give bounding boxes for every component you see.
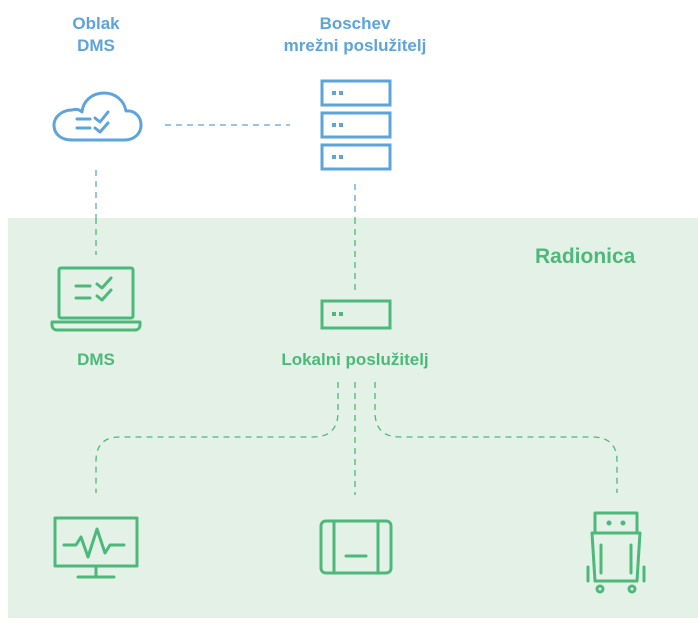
bosch-server-label-line2: mrežni poslužitelj <box>283 36 427 55</box>
cloud-dms-label-line1: Oblak <box>72 14 120 33</box>
monitor-heartbeat-icon <box>52 515 142 583</box>
bosch-server-label: Boschev mrežni poslužitelj <box>245 13 465 57</box>
workshop-label: Radionica <box>535 245 636 268</box>
bosch-server-label-line1: Boschev <box>319 14 391 33</box>
laptop-checklist-icon <box>50 265 142 335</box>
local-to-monitor-connector <box>95 382 339 493</box>
server-rack-icon <box>320 78 392 173</box>
cloud-checklist-icon <box>50 88 145 148</box>
local-server-label: Lokalni poslužitelj <box>281 350 429 369</box>
diagnostic-module-icon <box>316 516 396 578</box>
service-cart-icon <box>585 505 647 595</box>
cloud-dms-label: Oblak DMS <box>46 13 146 57</box>
cloud-dms-label-line2: DMS <box>77 36 115 55</box>
workshop-area <box>8 218 698 618</box>
dms-label: DMS <box>77 350 115 369</box>
local-server-icon <box>320 298 392 332</box>
local-to-cart-connector <box>374 382 618 493</box>
